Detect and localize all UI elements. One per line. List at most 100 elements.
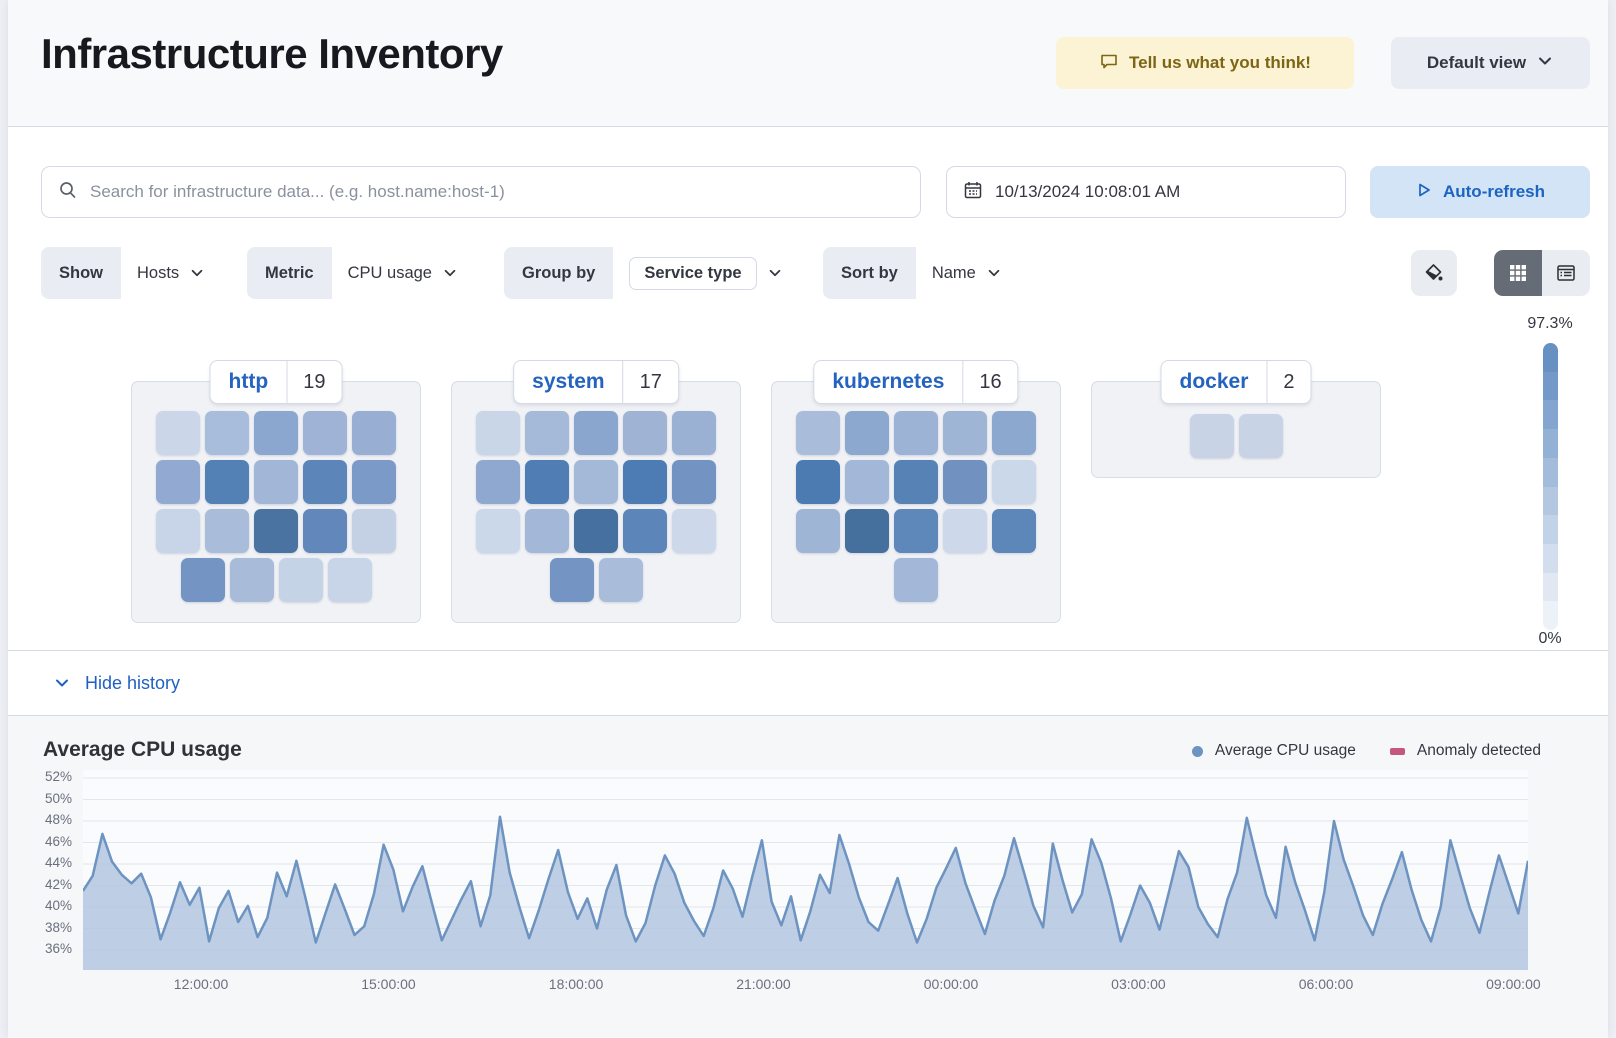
host-cell[interactable] xyxy=(352,509,396,553)
group-name-link[interactable]: kubernetes xyxy=(832,370,945,393)
waffle-row xyxy=(452,460,740,504)
host-cell[interactable] xyxy=(278,558,323,602)
host-cell[interactable] xyxy=(845,411,889,455)
group-by-filter-label: Group by xyxy=(504,247,614,299)
host-cell[interactable] xyxy=(1189,414,1234,458)
host-cell[interactable] xyxy=(672,460,716,504)
auto-refresh-button[interactable]: Auto-refresh xyxy=(1370,166,1590,218)
host-cell[interactable] xyxy=(254,460,298,504)
host-cell[interactable] xyxy=(1238,414,1283,458)
group-name-link[interactable]: docker xyxy=(1179,370,1249,393)
x-axis-tick-label: 18:00:00 xyxy=(548,976,604,992)
host-cell[interactable] xyxy=(845,460,889,504)
grid-view-icon xyxy=(1510,265,1526,281)
host-cell[interactable] xyxy=(992,509,1036,553)
host-cell[interactable] xyxy=(476,411,520,455)
sort-by-filter-value: Name xyxy=(931,263,976,282)
grid-view-button[interactable] xyxy=(1494,250,1542,296)
host-cell[interactable] xyxy=(845,509,889,553)
host-cell[interactable] xyxy=(156,411,200,455)
group-name-link[interactable]: system xyxy=(532,370,605,393)
host-cell[interactable] xyxy=(229,558,274,602)
host-cell[interactable] xyxy=(303,411,347,455)
paint-bucket-icon xyxy=(1425,264,1443,281)
legend-item-average-cpu: Average CPU usage xyxy=(1191,742,1356,760)
chevron-down-icon xyxy=(1536,52,1554,75)
host-cell[interactable] xyxy=(303,460,347,504)
group-name-link[interactable]: http xyxy=(228,370,269,393)
host-cell[interactable] xyxy=(525,411,569,455)
scale-min-label: 0% xyxy=(1538,630,1562,647)
host-cell[interactable] xyxy=(894,558,938,602)
color-scale-step xyxy=(1543,601,1558,630)
host-cell[interactable] xyxy=(254,411,298,455)
host-cell[interactable] xyxy=(205,460,249,504)
host-cell[interactable] xyxy=(156,509,200,553)
host-cell[interactable] xyxy=(894,411,938,455)
host-cell[interactable] xyxy=(352,460,396,504)
host-cell[interactable] xyxy=(303,509,347,553)
host-cell[interactable] xyxy=(796,411,840,455)
chevron-down-icon xyxy=(769,269,780,277)
host-cell[interactable] xyxy=(623,460,667,504)
group-by-filter-dropdown[interactable]: Service type xyxy=(613,247,799,299)
waffle-row xyxy=(1092,414,1380,458)
host-cell[interactable] xyxy=(327,558,372,602)
group-host-count: 2 xyxy=(1283,370,1295,393)
host-cell[interactable] xyxy=(476,460,520,504)
host-cell[interactable] xyxy=(992,411,1036,455)
waffle-row xyxy=(452,558,740,602)
table-view-button[interactable] xyxy=(1542,250,1590,296)
host-cell[interactable] xyxy=(525,460,569,504)
auto-refresh-label: Auto-refresh xyxy=(1442,182,1545,201)
feedback-button[interactable]: Tell us what you think! xyxy=(1056,37,1354,89)
legend-bar-swatch xyxy=(1389,747,1405,755)
host-cell[interactable] xyxy=(672,509,716,553)
host-cell[interactable] xyxy=(574,411,618,455)
host-cell[interactable] xyxy=(623,411,667,455)
host-cell[interactable] xyxy=(476,509,520,553)
host-cell[interactable] xyxy=(156,460,200,504)
host-cell[interactable] xyxy=(894,509,938,553)
date-picker[interactable]: 10/13/2024 10:08:01 AM xyxy=(946,166,1346,218)
waffle-row xyxy=(452,411,740,455)
host-cell[interactable] xyxy=(894,460,938,504)
host-cell[interactable] xyxy=(574,460,618,504)
host-cell[interactable] xyxy=(574,509,618,553)
badge-divider xyxy=(286,361,288,403)
show-filter-dropdown[interactable]: Hosts xyxy=(121,247,222,299)
calendar-icon xyxy=(963,180,983,205)
host-cell[interactable] xyxy=(992,460,1036,504)
host-cell[interactable] xyxy=(549,558,594,602)
sort-by-filter-dropdown[interactable]: Name xyxy=(915,247,1018,299)
host-cell[interactable] xyxy=(672,411,716,455)
host-cell[interactable] xyxy=(796,460,840,504)
show-filter-label: Show xyxy=(41,247,121,299)
search-bar[interactable] xyxy=(41,166,921,218)
waffle-row xyxy=(132,509,420,553)
host-cell[interactable] xyxy=(205,509,249,553)
host-cell[interactable] xyxy=(205,411,249,455)
host-cell[interactable] xyxy=(180,558,225,602)
group-by-filter-value[interactable]: Service type xyxy=(629,256,757,290)
metric-filter-dropdown[interactable]: CPU usage xyxy=(331,247,474,299)
host-cell[interactable] xyxy=(525,509,569,553)
chevron-down-icon xyxy=(444,269,456,277)
metric-filter-label: Metric xyxy=(247,247,332,299)
search-input[interactable] xyxy=(90,182,904,202)
saved-view-button[interactable]: Default view xyxy=(1391,37,1590,89)
host-cell[interactable] xyxy=(254,509,298,553)
color-palette-button[interactable] xyxy=(1411,250,1457,296)
host-cell[interactable] xyxy=(943,411,987,455)
host-cell[interactable] xyxy=(796,509,840,553)
hide-history-toggle[interactable]: Hide history xyxy=(53,673,180,694)
host-cell[interactable] xyxy=(943,460,987,504)
host-cell[interactable] xyxy=(943,509,987,553)
host-cell[interactable] xyxy=(598,558,643,602)
host-cell[interactable] xyxy=(352,411,396,455)
host-cell[interactable] xyxy=(623,509,667,553)
chart-plot-area[interactable] xyxy=(81,770,1530,970)
